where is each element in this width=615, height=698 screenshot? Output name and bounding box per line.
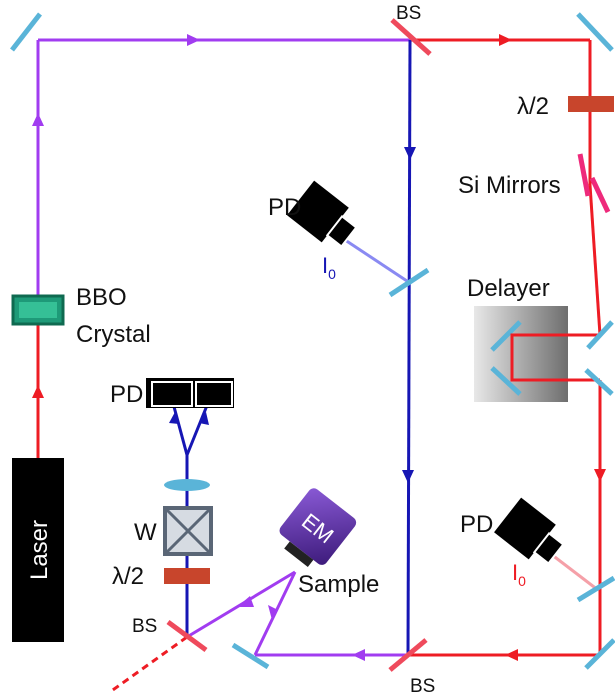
label-halfwave-left: λ/2 bbox=[112, 563, 144, 590]
halfwave-plate-left bbox=[164, 568, 210, 584]
laser-box bbox=[12, 458, 64, 642]
label-i0-blue: I0 bbox=[322, 253, 336, 282]
delayer-box bbox=[474, 306, 568, 402]
label-bs-left: BS bbox=[132, 616, 157, 637]
arrow-down-blue-1 bbox=[404, 147, 416, 160]
arrow-down-red-right bbox=[594, 469, 606, 482]
arrow-blue-split-right bbox=[199, 412, 209, 425]
label-bbo-1: BBO bbox=[76, 284, 127, 311]
label-sample: Sample bbox=[298, 571, 379, 598]
halfwave-plate-top bbox=[568, 96, 614, 112]
mirror-i0-blue bbox=[388, 267, 430, 298]
label-pd-top-left: PD bbox=[268, 194, 301, 221]
balanced-detector-left bbox=[151, 381, 193, 407]
arrow-left-violet-bottom bbox=[352, 649, 365, 661]
beam-blue-split-right bbox=[185, 402, 210, 456]
arrow-down-blue-2 bbox=[402, 470, 414, 483]
arrow-to-sample bbox=[268, 605, 278, 620]
label-wollaston: W bbox=[134, 519, 157, 546]
em-sample-holder: EM bbox=[279, 488, 357, 568]
beamsplitter-left bbox=[166, 619, 208, 653]
mirror-i0-red bbox=[576, 575, 615, 603]
label-delayer: Delayer bbox=[467, 275, 550, 302]
delayer-mirror-upper bbox=[490, 320, 522, 352]
arrow-right-red-top bbox=[499, 34, 512, 46]
arrow-left-red-bottom bbox=[505, 649, 518, 661]
si-mirror-1 bbox=[577, 153, 591, 197]
laser-label: Laser bbox=[26, 520, 53, 580]
mirror-top-right bbox=[576, 12, 614, 52]
mirror-bottom-right bbox=[584, 638, 615, 670]
wollaston-diag-2 bbox=[165, 508, 211, 554]
label-i0-red: I0 bbox=[512, 560, 526, 589]
balanced-detector-right bbox=[195, 381, 233, 407]
lens bbox=[164, 479, 210, 491]
mirror-top-left bbox=[10, 12, 42, 52]
label-si-mirrors: Si Mirrors bbox=[458, 172, 561, 199]
mirror-right-upper bbox=[586, 320, 614, 350]
arrow-up-red bbox=[32, 385, 44, 398]
mirror-bottom-left bbox=[231, 642, 270, 670]
label-bs-bottom: BS bbox=[410, 676, 435, 697]
label-pd-balanced: PD bbox=[110, 381, 143, 408]
beam-residual-dashed bbox=[109, 635, 188, 694]
beam-right-down-2 bbox=[588, 184, 602, 336]
beamsplitter-top bbox=[390, 18, 432, 56]
arrow-from-sample bbox=[237, 596, 254, 607]
beam-blue-split-left bbox=[171, 402, 189, 456]
mirror-right-lower bbox=[584, 368, 614, 396]
arrow-right-violet bbox=[187, 34, 200, 46]
beam-blue-vertical bbox=[406, 39, 412, 656]
label-bs-top: BS bbox=[396, 3, 421, 24]
beam-delayer-inside bbox=[510, 333, 568, 382]
photodiode-red-i0 bbox=[494, 497, 565, 565]
arrow-blue-split-left bbox=[169, 412, 179, 424]
delayer-mirror-lower bbox=[490, 366, 522, 396]
label-pd-right: PD bbox=[460, 511, 493, 538]
arrow-up-violet bbox=[32, 113, 44, 126]
label-halfwave-top: λ/2 bbox=[517, 93, 549, 120]
si-mirror-2 bbox=[589, 176, 611, 214]
bbo-crystal-inner bbox=[19, 302, 57, 318]
photodiode-blue-i0 bbox=[287, 180, 358, 248]
label-bbo-2: Crystal bbox=[76, 321, 151, 348]
beamsplitter-bottom bbox=[388, 638, 428, 672]
